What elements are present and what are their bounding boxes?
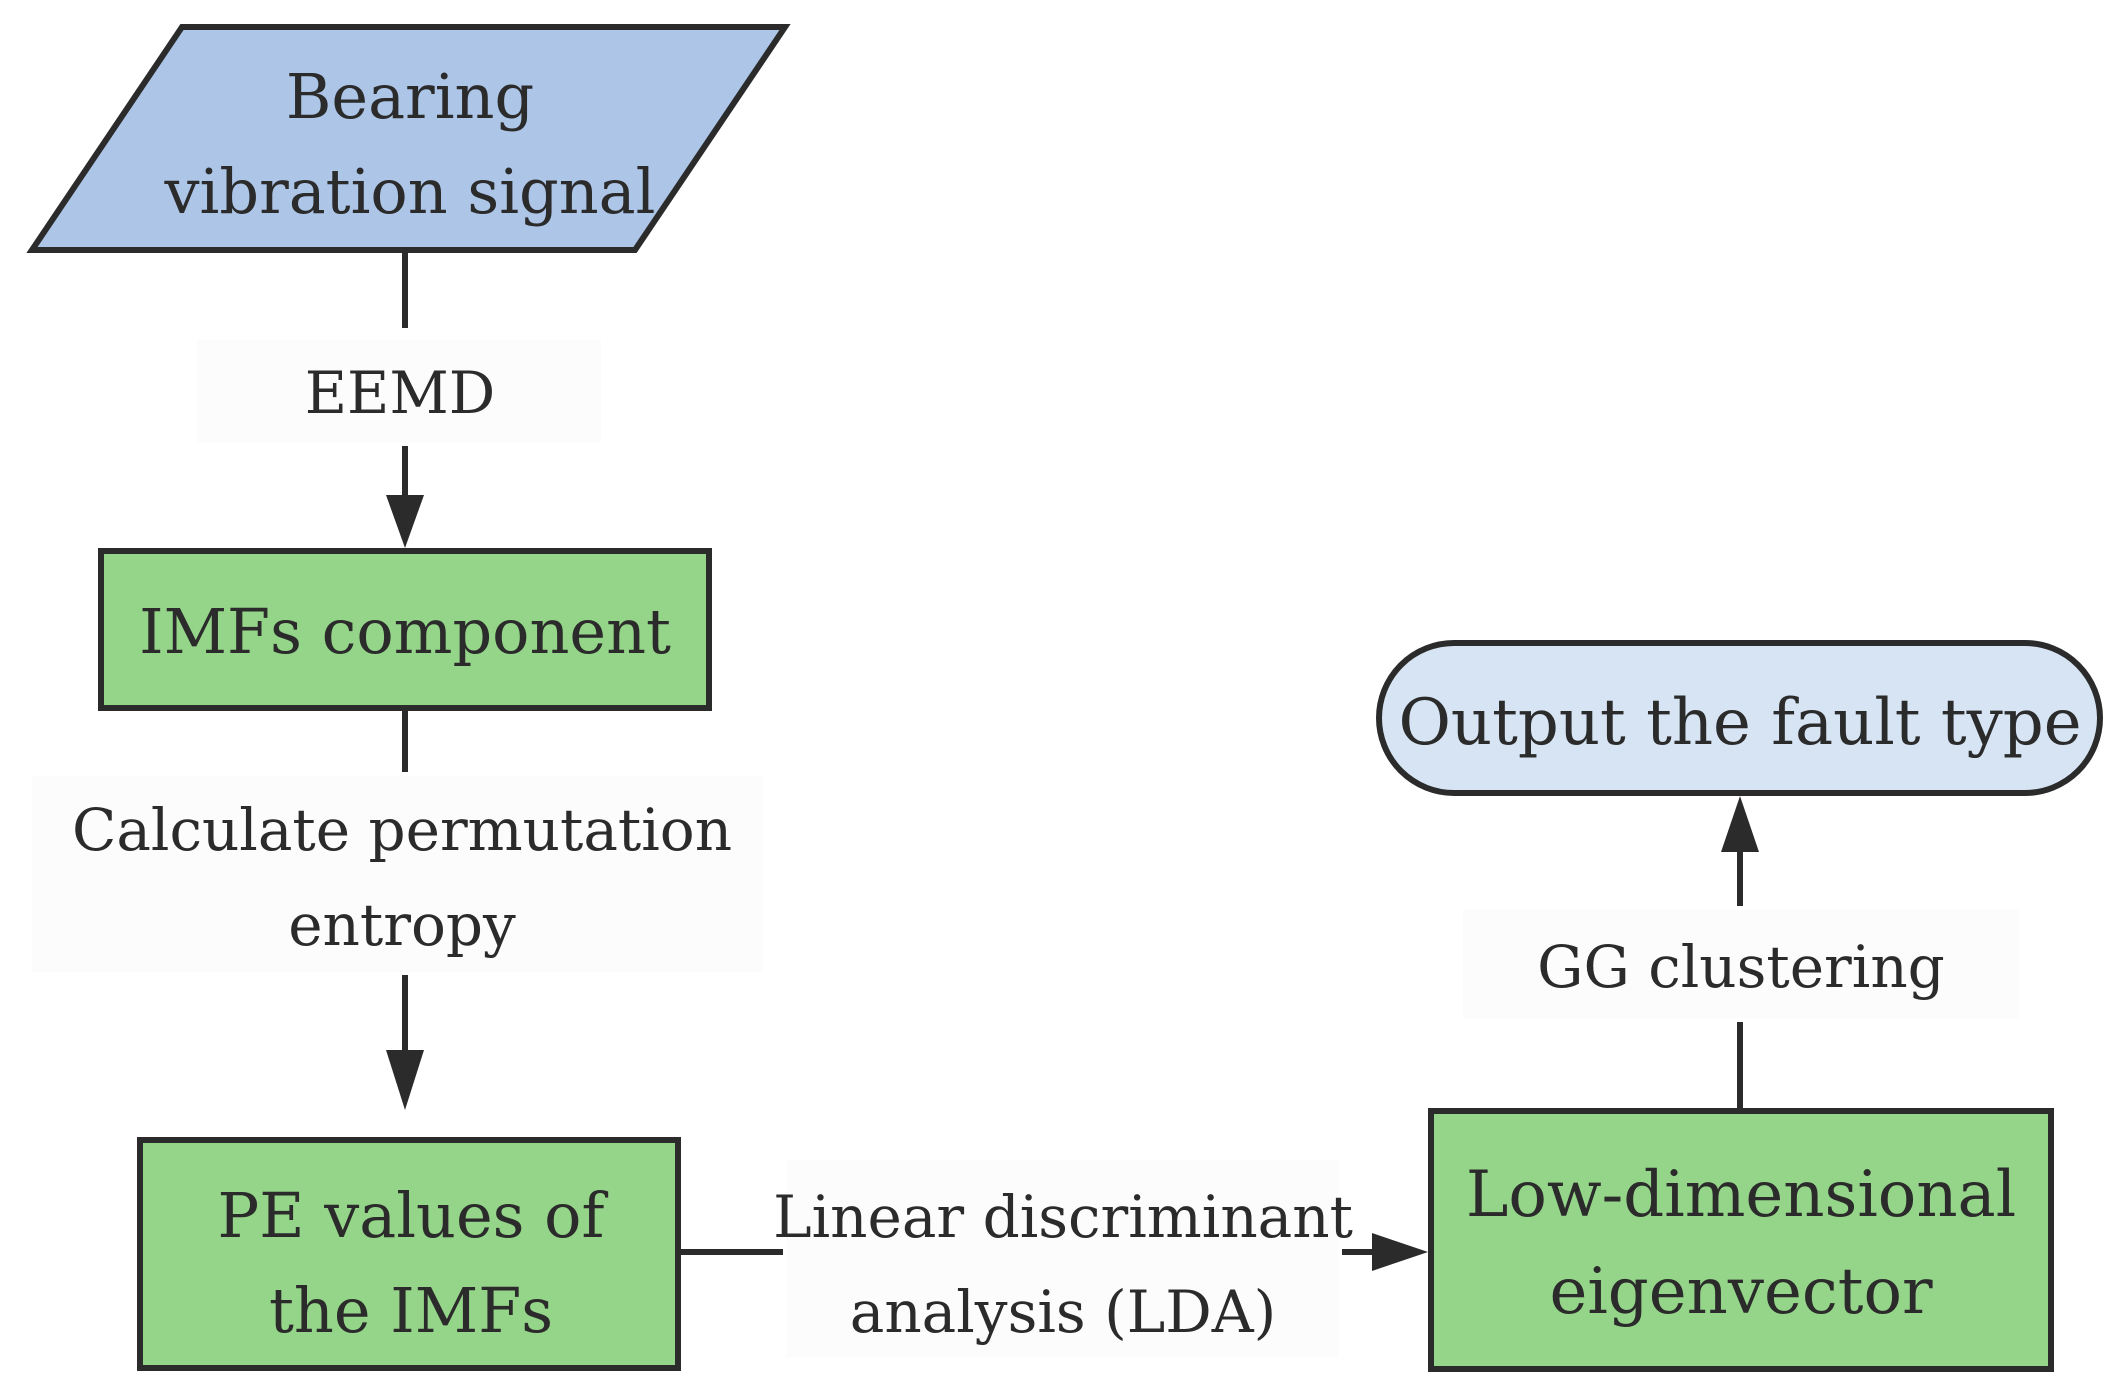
- node-label-line: eigenvector: [1549, 1255, 1933, 1329]
- arrowhead-up-icon: [1721, 796, 1759, 852]
- node-pe-values: PE values of the IMFs: [137, 1137, 681, 1371]
- edge-pe-values-to-low-dim: [678, 1233, 1428, 1271]
- node-bearing-vibration-signal: Bearing vibration signal: [26, 24, 791, 253]
- edge-label-background: [197, 340, 601, 443]
- node-label-line: vibration signal: [164, 155, 656, 228]
- edge-label-background: [786, 1160, 1338, 1358]
- terminator-shape: [1376, 640, 2103, 796]
- process-box: [137, 1137, 681, 1371]
- edge-label-background: [1463, 910, 2019, 1018]
- node-label-line: IMFs component: [139, 595, 671, 668]
- edge-label-permutation-entropy: Calculate permutation: [72, 796, 732, 864]
- node-label-line: Low-dimensional: [1466, 1158, 2016, 1232]
- node-label-line: PE values of: [218, 1179, 609, 1252]
- process-box: [1428, 1108, 2054, 1372]
- input-parallelogram: [26, 24, 791, 253]
- edge-label-background: [32, 776, 762, 972]
- node-label-line: the IMFs: [269, 1274, 553, 1347]
- arrowhead-down-icon: [386, 495, 424, 548]
- node-label-line: Bearing: [286, 60, 534, 133]
- node-imfs-component: IMFs component: [98, 548, 712, 711]
- edge-label-lda: analysis (LDA): [850, 1278, 1277, 1346]
- edge-imfs-to-pe-values: [386, 708, 424, 1110]
- node-low-dimensional-eigenvector: Low-dimensional eigenvector: [1428, 1108, 2054, 1372]
- process-box: [98, 548, 712, 711]
- arrowhead-right-icon: [1372, 1233, 1428, 1271]
- node-output-fault-type: Output the fault type: [1376, 640, 2103, 796]
- edge-low-dim-to-output: [1721, 796, 1759, 1108]
- node-label-line: Output the fault type: [1398, 686, 2081, 760]
- edge-label-gg-clustering: GG clustering: [1537, 933, 1945, 1001]
- edge-input-to-imfs: [386, 250, 424, 548]
- edge-label-lda: Linear discriminant: [773, 1183, 1353, 1251]
- arrowhead-down-icon: [386, 1050, 424, 1110]
- edge-label-permutation-entropy: entropy: [288, 891, 516, 959]
- edge-label-eemd: EEMD: [305, 359, 496, 427]
